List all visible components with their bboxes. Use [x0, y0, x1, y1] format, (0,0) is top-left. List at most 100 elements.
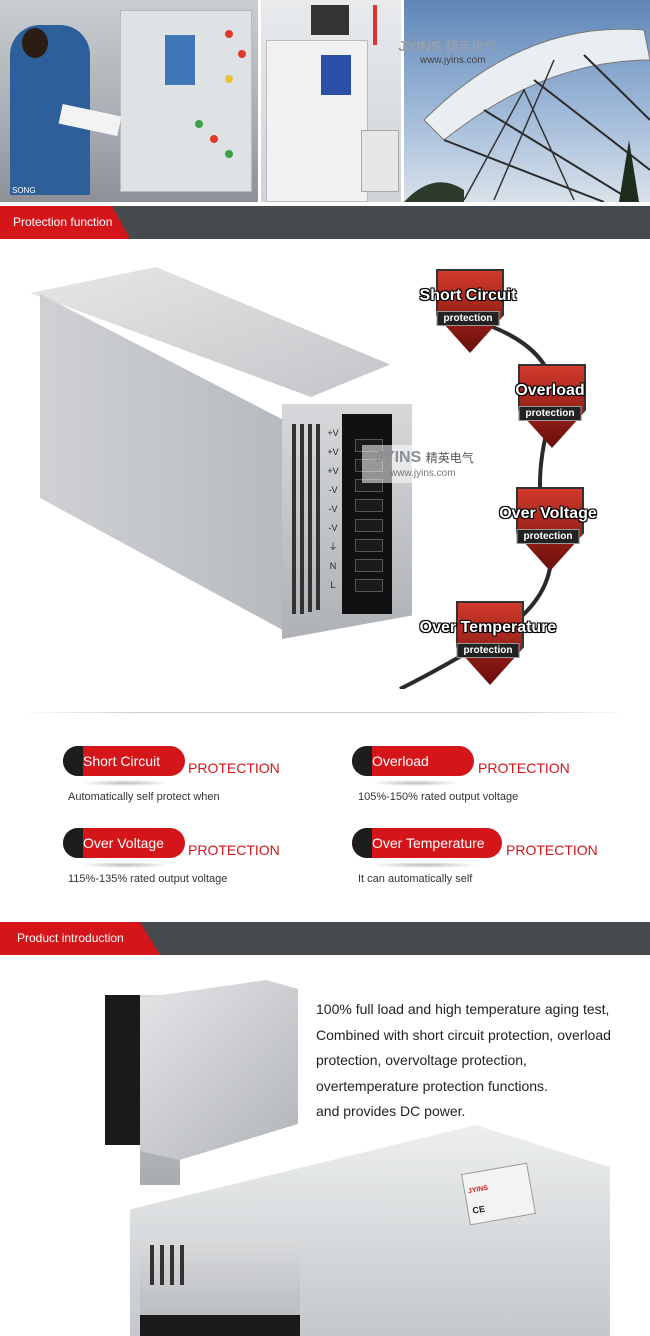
protection-desc: 105%-150% rated output voltage [358, 791, 519, 803]
terminal-screw [355, 519, 383, 532]
intro-line: 100% full load and high temperature agin… [316, 1001, 610, 1017]
terminal-screw [355, 539, 383, 552]
shield-overload: Overload protection [505, 364, 595, 448]
shield-title: Overload [515, 382, 585, 399]
terminal-label: ⏚ [328, 542, 338, 552]
shield-subtitle: protection [518, 406, 582, 421]
vent-slot [150, 1245, 154, 1285]
photo-separator [401, 0, 404, 202]
watermark-url: www.jyins.com [390, 468, 456, 479]
watermark-brand: JYINS 精英电气 [398, 38, 498, 55]
machine-body [266, 40, 368, 202]
terminal-label: +V [327, 447, 339, 457]
protection-suffix: PROTECTION [188, 760, 280, 776]
protection-suffix: PROTECTION [188, 842, 280, 858]
protection-diagram: +V +V +V -V -V -V ⏚ N L JYINS 精英电气 www.j… [0, 239, 650, 709]
pill-label: Short Circuit [83, 753, 161, 769]
section-title: Product introduction [17, 931, 124, 945]
pill-label: Over Voltage [83, 835, 164, 851]
shield-over-voltage: Over Voltage protection [490, 487, 606, 571]
terminal-label: -V [328, 523, 338, 533]
shield-subtitle: protection [436, 311, 500, 326]
machine-monitor [311, 5, 349, 35]
protection-desc: 115%-135% rated output voltage [68, 873, 228, 885]
vent-slot [292, 424, 296, 614]
small-psu-terminals [105, 995, 145, 1145]
terminal-screw [355, 579, 383, 592]
pill-shadow [370, 862, 480, 868]
vent-slot [160, 1245, 164, 1285]
terminal-labels: +V +V +V -V -V -V ⏚ N L [326, 424, 340, 594]
protection-pill-over-voltage: Over Voltage [63, 828, 185, 858]
section-divider [20, 712, 630, 713]
control-room-photo: SONG [0, 0, 258, 202]
section-header-tab [0, 922, 160, 955]
photo-caption: SONG [12, 186, 36, 195]
panel-button [195, 120, 203, 128]
protection-suffix: PROTECTION [478, 760, 570, 776]
vent-slot [300, 424, 304, 614]
panel-button [225, 30, 233, 38]
watermark-brand: JYINS 精英电气 [375, 449, 474, 466]
pill-shadow [80, 862, 170, 868]
terminal-label: +V [327, 466, 339, 476]
protection-pill-over-temperature: Over Temperature [352, 828, 502, 858]
pill-cap [63, 828, 83, 858]
shield-short-circuit: Short Circuit protection [410, 269, 526, 353]
section-title: Protection function [13, 215, 113, 229]
vent-slot [180, 1245, 184, 1285]
product-intro-text: 100% full load and high temperature agin… [316, 997, 616, 1125]
shield-title: Over Voltage [499, 505, 597, 522]
intro-line: Combined with short circuit protection, … [316, 1026, 611, 1094]
vent-slot [316, 424, 320, 610]
shield-subtitle: protection [516, 529, 580, 544]
pill-label: Over Temperature [372, 835, 485, 851]
panel-screen [165, 35, 195, 85]
radar-dish-graphic [404, 28, 650, 202]
panel-button [225, 150, 233, 158]
watermark-box [362, 445, 486, 483]
section-header-tab [0, 206, 130, 239]
machine-cabinet [361, 130, 399, 192]
terminal-screw [355, 559, 383, 572]
radar-dish-photo [404, 0, 650, 202]
terminal-screw [355, 499, 383, 512]
section-header-product: Product introduction [0, 922, 650, 955]
panel-button [210, 135, 218, 143]
pill-shadow [370, 780, 460, 786]
protection-pill-short-circuit: Short Circuit [63, 746, 185, 776]
pill-cap [352, 746, 372, 776]
shield-over-temperature: Over Temperature protection [405, 601, 571, 685]
pill-cap [63, 746, 83, 776]
protection-desc: Automatically self protect when [68, 791, 220, 803]
product-intro-image: JYINS CE [0, 955, 650, 1336]
protection-desc: It can automatically self [358, 873, 473, 885]
vent-slot [308, 424, 312, 612]
pill-shadow [80, 780, 170, 786]
large-psu-terminals [140, 1315, 300, 1336]
terminal-label: L [330, 580, 336, 590]
vent-slot [170, 1245, 174, 1285]
shield-subtitle: protection [456, 643, 520, 658]
machine-arm [321, 55, 351, 95]
label-brand: JYINS [467, 1184, 489, 1196]
terminal-label: N [329, 561, 337, 571]
protection-suffix: PROTECTION [506, 842, 598, 858]
shield-title: Over Temperature [419, 619, 557, 636]
worker-head [22, 28, 48, 58]
section-header-protection: Protection function [0, 206, 650, 239]
label-ce: CE [471, 1203, 486, 1216]
terminal-label: +V [327, 428, 339, 438]
watermark-url: www.jyins.com [420, 55, 486, 66]
photo-separator [258, 0, 261, 202]
shield-title: Short Circuit [419, 287, 517, 304]
signal-tower [373, 5, 377, 45]
intro-line: and provides DC power. [316, 1103, 466, 1119]
panel-button [225, 75, 233, 83]
terminal-label: -V [328, 485, 338, 495]
small-psu-body [140, 980, 298, 1160]
panel-button [238, 50, 246, 58]
pill-cap [352, 828, 372, 858]
protection-pill-overload: Overload [352, 746, 474, 776]
terminal-label: -V [328, 504, 338, 514]
